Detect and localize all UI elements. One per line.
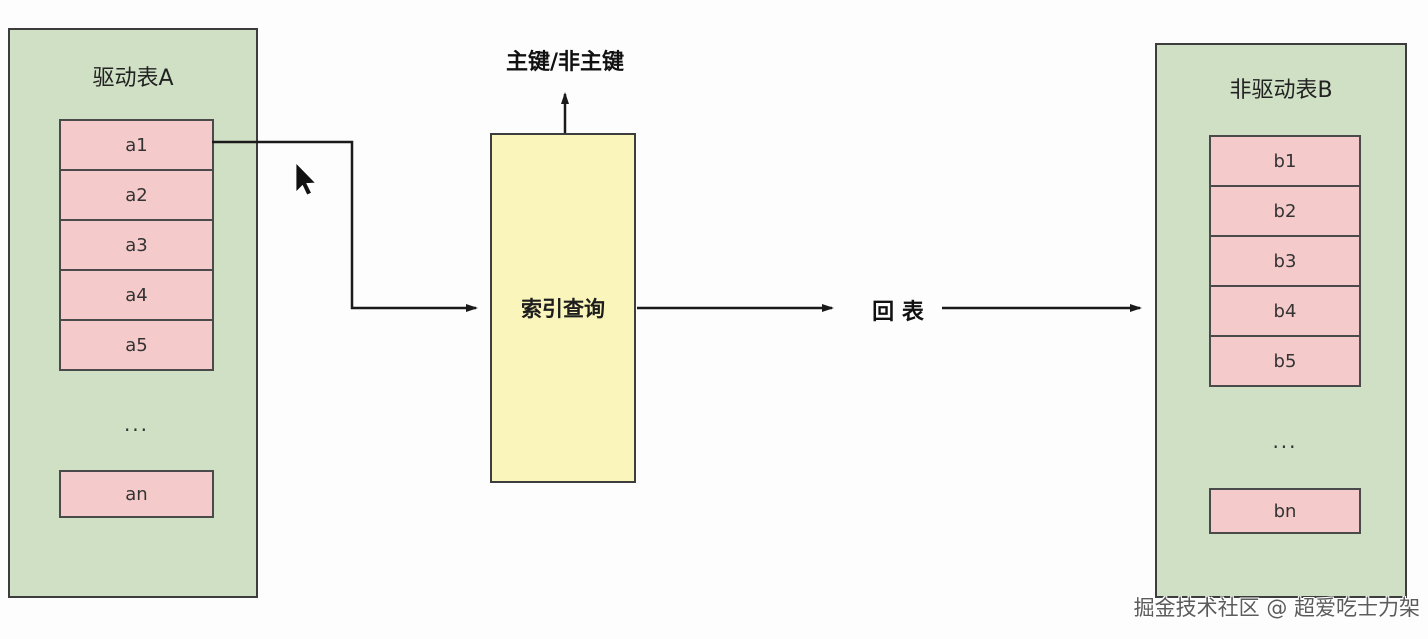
- table-b-ellipsis: ...: [1272, 429, 1298, 453]
- table-row: a5: [59, 319, 214, 371]
- table-row: a3: [59, 219, 214, 271]
- table-row: b5: [1209, 335, 1361, 387]
- table-row: a2: [59, 169, 214, 221]
- table-row: a1: [59, 119, 214, 171]
- driving-table-a: 驱动表A a1 a2 a3 a4 a5 ... an: [8, 28, 258, 598]
- primary-key-label: 主键/非主键: [505, 50, 625, 75]
- mouse-cursor-icon: [295, 162, 317, 196]
- table-b-rows: b1 b2 b3 b4 b5: [1209, 135, 1361, 387]
- table-row: b4: [1209, 285, 1361, 337]
- watermark-text: 掘金技术社区 @ 超爱吃士力架: [1133, 596, 1420, 620]
- index-query-label: 索引查询: [521, 297, 605, 321]
- table-b-title: 非驱动表B: [1229, 78, 1333, 103]
- table-row: b1: [1209, 135, 1361, 187]
- table-a-ellipsis: ...: [123, 412, 150, 436]
- index-query-box: 索引查询: [490, 133, 636, 483]
- table-row: an: [59, 470, 214, 518]
- table-row: a4: [59, 269, 214, 321]
- table-row: bn: [1209, 488, 1361, 534]
- table-a-title: 驱动表A: [92, 66, 174, 91]
- non-driving-table-b: 非驱动表B b1 b2 b3 b4 b5 ... bn: [1155, 43, 1407, 598]
- table-row: b2: [1209, 185, 1361, 237]
- table-a-rows: a1 a2 a3 a4 a5: [59, 119, 214, 371]
- table-row: b3: [1209, 235, 1361, 287]
- back-to-table-label: 回 表: [872, 300, 924, 325]
